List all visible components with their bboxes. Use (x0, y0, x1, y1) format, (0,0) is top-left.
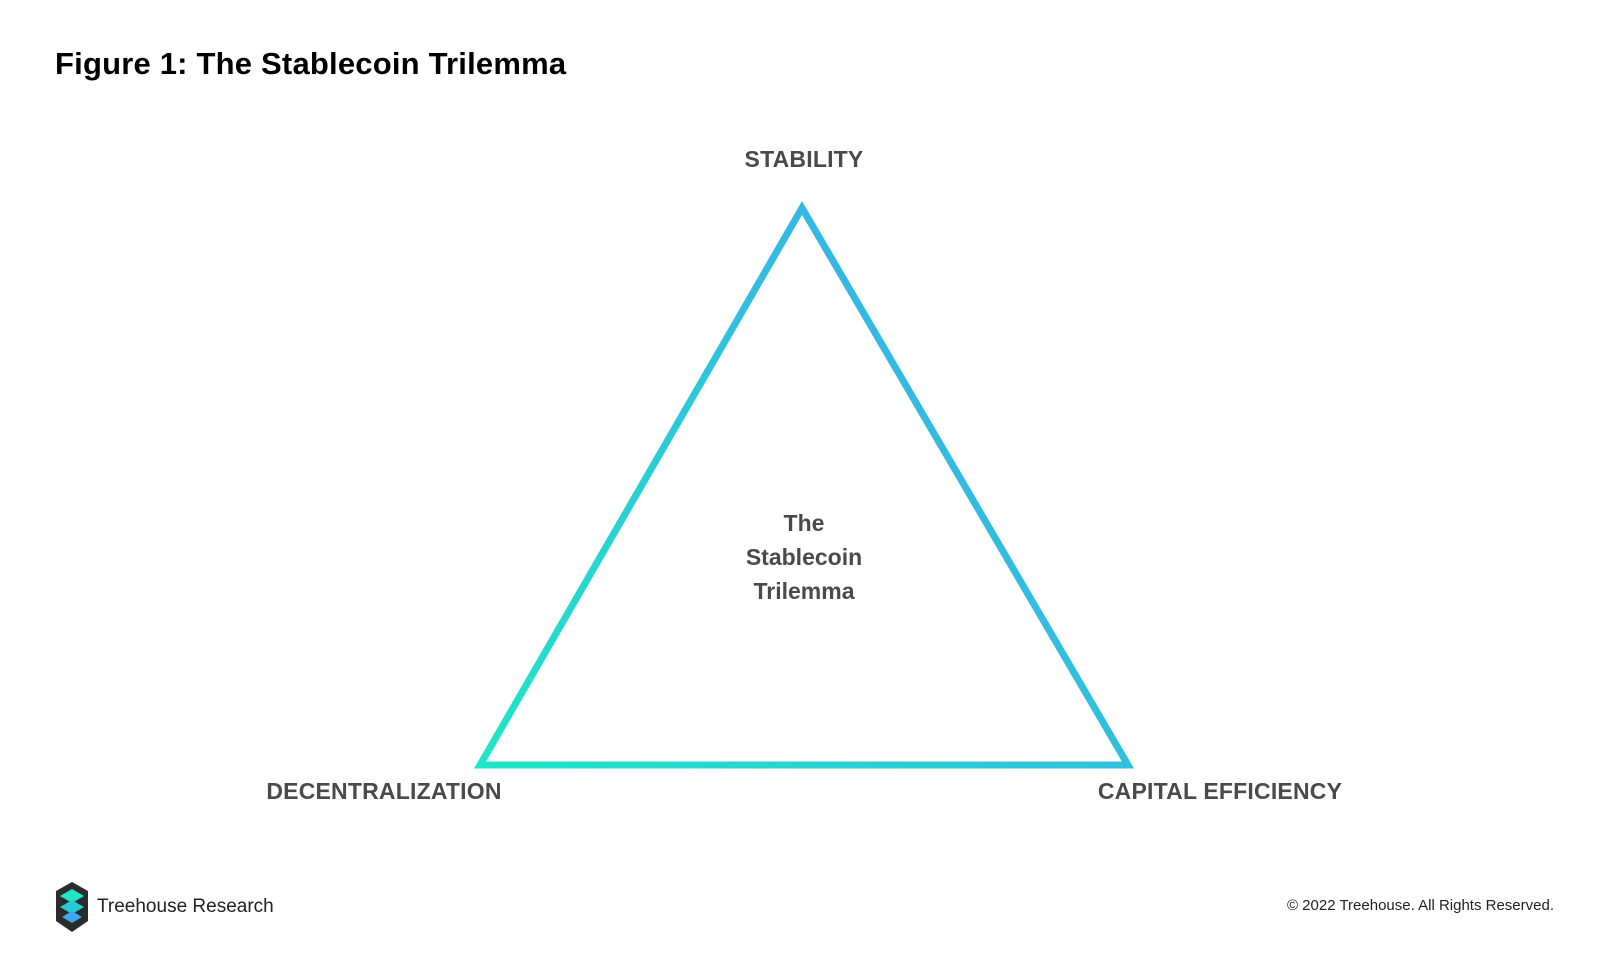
brand-name: Treehouse Research (97, 896, 274, 917)
page-title: Figure 1: The Stablecoin Trilemma (55, 46, 567, 81)
treehouse-logo-icon (56, 882, 88, 932)
footer-brand: Treehouse Research (55, 881, 274, 933)
vertex-label-decentralization: DECENTRALIZATION (266, 778, 502, 804)
trilemma-triangle (473, 201, 1135, 769)
copyright-notice: © 2022 Treehouse. All Rights Reserved. (1286, 897, 1554, 914)
center-label-line-1: The (783, 510, 825, 536)
vertex-label-stability: STABILITY (744, 146, 864, 172)
trilemma-center-label: The Stablecoin Trilemma (704, 506, 904, 608)
center-label-line-2: Stablecoin (745, 544, 863, 570)
center-label-line-3: Trilemma (753, 578, 855, 604)
vertex-label-capital-efficiency: CAPITAL EFFICIENCY (1097, 778, 1343, 804)
